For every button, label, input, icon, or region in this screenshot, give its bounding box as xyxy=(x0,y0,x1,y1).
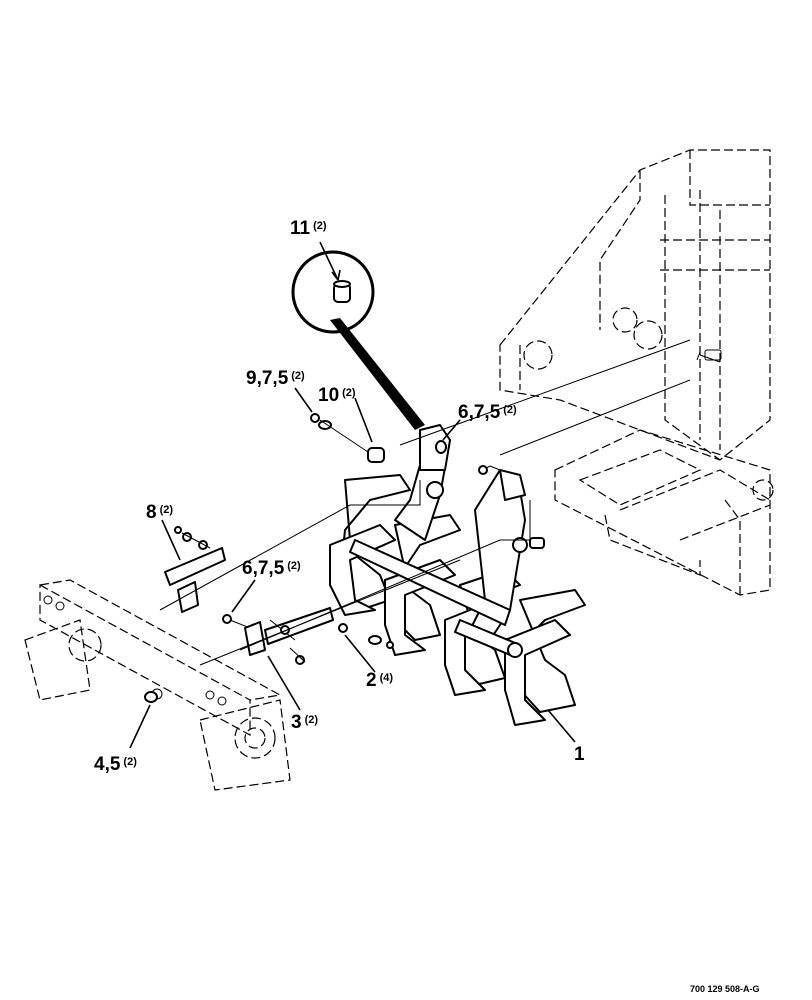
cross-member-phantom xyxy=(24,579,291,791)
drawing-number: 700 129 508-A-G xyxy=(690,984,760,994)
part-11-detail xyxy=(291,241,425,430)
machine-frame-phantom xyxy=(499,149,774,596)
callout-2: 2(4) xyxy=(366,670,393,691)
hardware-9-7-5 xyxy=(294,387,369,453)
callout-6-7-5-mid: 6,7,5(2) xyxy=(242,558,301,579)
callout-8: 8(2) xyxy=(146,502,173,523)
callout-11: 11(2) xyxy=(290,218,327,239)
assembly-center-lines xyxy=(159,339,691,666)
callout-6-7-5-top: 6,7,5(2) xyxy=(458,402,517,423)
hardware-2 xyxy=(338,623,394,673)
upper-arm-plates xyxy=(419,424,526,501)
hardware-4-5 xyxy=(129,691,158,749)
callout-9-7-5: 9,7,5(2) xyxy=(246,368,305,389)
callout-4-5: 4,5(2) xyxy=(94,754,137,775)
callout-10: 10(2) xyxy=(318,385,356,406)
bracket-8 xyxy=(161,519,226,613)
guide-plates xyxy=(329,429,586,726)
callout-3: 3(2) xyxy=(291,712,318,733)
bracket-3 xyxy=(244,607,334,711)
callout-1: 1 xyxy=(574,744,585,765)
part-1-leader xyxy=(547,709,576,743)
bushing-10 xyxy=(354,397,385,463)
hardware-6-7-5-top xyxy=(435,419,501,475)
